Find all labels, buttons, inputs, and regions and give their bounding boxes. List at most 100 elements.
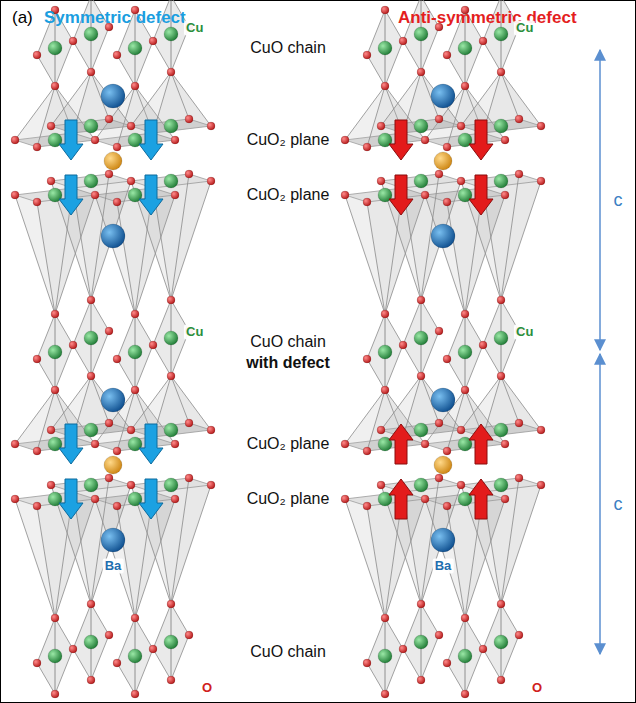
bond-line (91, 485, 131, 604)
oxygen-atom (443, 502, 451, 510)
oxygen-atom (377, 426, 385, 434)
oxygen-atom (33, 198, 41, 206)
oxygen-atom (377, 177, 385, 185)
oxygen-atom (399, 645, 407, 653)
oxygen-atom (131, 690, 139, 698)
oxygen-atom (185, 170, 193, 178)
oxygen-atom (417, 372, 425, 380)
oxygen-atom (33, 447, 41, 455)
oxygen-atom (33, 659, 41, 667)
copper-atom (164, 174, 178, 188)
copper-atom (414, 478, 428, 492)
bond-line (37, 202, 55, 314)
oxygen-atom (149, 341, 157, 349)
oxygen-atom (105, 170, 113, 178)
oxygen-atom (171, 136, 179, 144)
copper-atom (84, 27, 98, 41)
bond-line (171, 376, 211, 430)
copper-atom (164, 423, 178, 437)
layer-label: CuO₂ plane (247, 131, 330, 149)
oxygen-atom (87, 600, 95, 608)
oxygen-atom (91, 440, 99, 448)
bond-line (131, 72, 171, 126)
bond-line (345, 195, 385, 314)
yttrium-atom (104, 456, 122, 474)
copper-atom (84, 174, 98, 188)
oxygen-atom (363, 355, 371, 363)
oxygen-atom (207, 177, 215, 185)
atom-label: Ba (433, 559, 454, 574)
oxygen-atom (381, 386, 389, 394)
dimension-label: c (614, 190, 623, 211)
pyramid-face (403, 72, 461, 133)
oxygen-atom (537, 122, 545, 130)
panel-title: Symmetric defect (44, 8, 186, 28)
oxygen-atom (501, 191, 509, 199)
chain-polyhedron (367, 618, 403, 694)
bond-line (461, 72, 501, 126)
spin-arrow (469, 424, 493, 464)
chain-polyhedron (367, 314, 403, 390)
oxygen-atom (131, 386, 139, 394)
copper-atom (48, 41, 62, 55)
oxygen-atom (457, 426, 465, 434)
barium-atom (101, 224, 125, 248)
oxygen-atom (479, 37, 487, 45)
oxygen-atom (127, 481, 135, 489)
bond-line (421, 485, 461, 604)
chain-polyhedron (403, 300, 439, 376)
bond-line (171, 485, 211, 604)
oxygen-atom (461, 690, 469, 698)
oxygen-atom (537, 481, 545, 489)
oxygen-atom (497, 68, 505, 76)
spin-arrow (59, 424, 83, 464)
copper-atom (414, 331, 428, 345)
oxygen-atom (417, 600, 425, 608)
oxygen-atom (399, 37, 407, 45)
spin-arrow (139, 120, 163, 160)
copper-atom (414, 635, 428, 649)
bond-line (501, 485, 541, 604)
copper-atom (84, 423, 98, 437)
oxygen-atom (33, 502, 41, 510)
bond-line (421, 376, 461, 430)
oxygen-atom (435, 419, 443, 427)
oxygen-atom (497, 676, 505, 684)
oxygen-atom (207, 481, 215, 489)
oxygen-atom (185, 419, 193, 427)
oxygen-atom (443, 143, 451, 151)
spin-arrow (389, 424, 413, 464)
yttrium-atom (434, 152, 452, 170)
oxygen-atom (51, 82, 59, 90)
spin-arrow (59, 120, 83, 160)
bond-line (345, 390, 385, 444)
copper-atom (84, 331, 98, 345)
copper-atom (378, 649, 392, 663)
pyramid-face (73, 376, 131, 437)
oxygen-atom (417, 296, 425, 304)
bond-line (171, 181, 211, 300)
spin-arrow (59, 479, 83, 519)
layer-label: CuO₂ plane (247, 186, 330, 204)
bond-line (421, 181, 461, 300)
oxygen-atom (87, 372, 95, 380)
oxygen-atom (185, 474, 193, 482)
chain-polyhedron (367, 10, 403, 86)
oxygen-atom (51, 386, 59, 394)
oxygen-atom (537, 177, 545, 185)
oxygen-atom (341, 191, 349, 199)
oxygen-atom (381, 310, 389, 318)
atom-label: Cu (184, 21, 205, 36)
oxygen-atom (11, 191, 19, 199)
atom-label: O (530, 681, 544, 696)
spin-arrow (469, 120, 493, 160)
bond-line (15, 86, 55, 140)
oxygen-atom (363, 659, 371, 667)
oxygen-atom (421, 191, 429, 199)
oxygen-atom (171, 440, 179, 448)
barium-atom (431, 84, 455, 108)
atom-label: Ba (103, 559, 124, 574)
bond-line (15, 390, 55, 444)
layer-label: with defect (246, 354, 330, 372)
